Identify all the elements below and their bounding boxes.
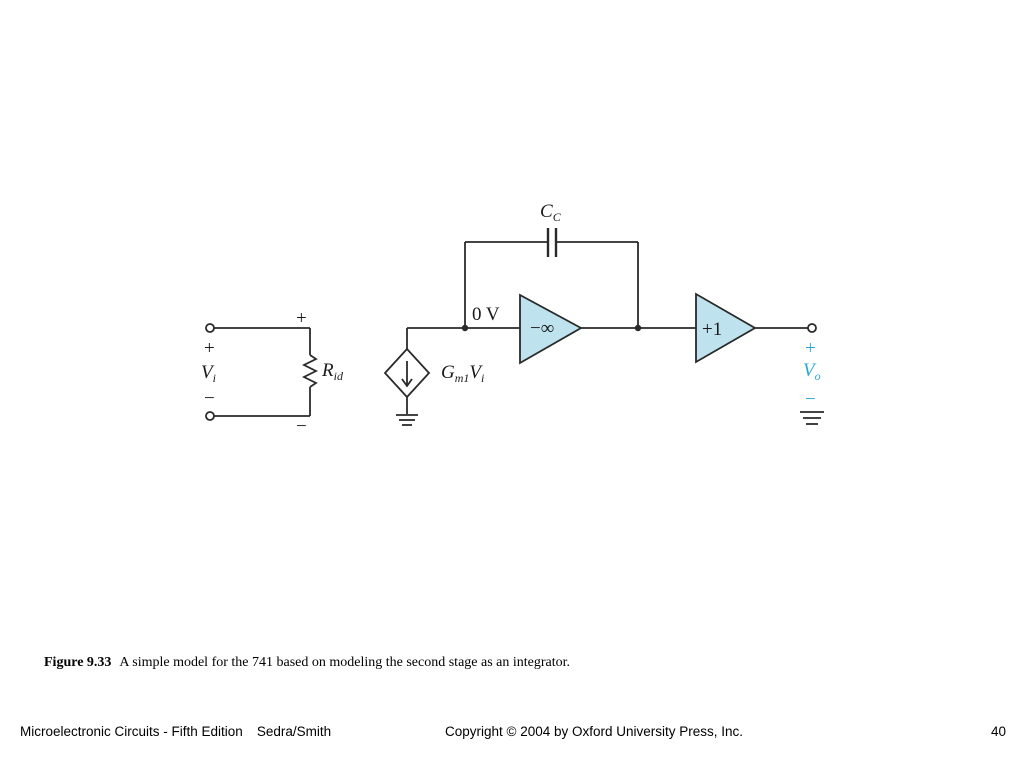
input-voltage-label: Vi <box>201 362 216 385</box>
caption-text: A simple model for the 741 based on mode… <box>119 655 571 670</box>
figure-label: Figure 9.33 <box>44 655 112 670</box>
buffer-triangle <box>695 292 757 364</box>
buffer-amplifier: +1 <box>695 292 757 364</box>
node-voltage-label: 0 V <box>472 304 500 325</box>
amplifier-gain-label: −∞ <box>530 318 554 339</box>
current-source: Gm1Vi <box>383 328 484 414</box>
feedback-capacitor: CC <box>464 201 639 328</box>
page-number: 40 <box>990 724 1006 739</box>
output-voltage-label: Vo <box>803 360 821 383</box>
input-port: + Vi − <box>201 323 310 421</box>
output-junction-dot <box>634 324 642 332</box>
buffer-gain-label: +1 <box>702 319 722 340</box>
output-port: + Vo − <box>755 323 824 425</box>
resistor-rid: + − Rid <box>296 308 344 437</box>
output-minus-sign: − <box>805 389 816 410</box>
footer-copyright: Copyright © 2004 by Oxford University Pr… <box>445 724 744 739</box>
input-top-terminal <box>205 323 215 333</box>
book-title: Microelectronic Circuits - Fifth Edition <box>20 724 243 739</box>
resistor-plus-sign: + <box>296 308 307 329</box>
input-minus-sign: − <box>204 388 215 409</box>
integrator-amplifier: −∞ <box>519 293 583 365</box>
footer-book: Microelectronic Circuits - Fifth Edition… <box>20 724 331 739</box>
source-label: Gm1Vi <box>441 362 484 385</box>
capacitor-label: CC <box>540 201 562 224</box>
input-node: 0 V <box>407 304 520 332</box>
resistor-label: Rid <box>321 360 344 383</box>
resistor-zigzag <box>301 354 319 388</box>
output-ground-icon <box>800 411 824 425</box>
input-plus-sign: + <box>204 338 215 359</box>
input-bottom-terminal <box>205 411 215 421</box>
output-terminal <box>807 323 817 333</box>
down-arrow-icon <box>401 378 413 388</box>
amplifier-triangle <box>519 293 583 365</box>
book-authors: Sedra/Smith <box>256 724 332 739</box>
figure-caption: Figure 9.33 A simple model for the 741 ba… <box>44 655 570 671</box>
circuit-diagram: + Vi − + − Rid Gm1Vi <box>201 201 824 437</box>
resistor-minus-sign: − <box>296 416 307 437</box>
ground-icon <box>396 414 418 426</box>
output-plus-sign: + <box>805 338 816 359</box>
